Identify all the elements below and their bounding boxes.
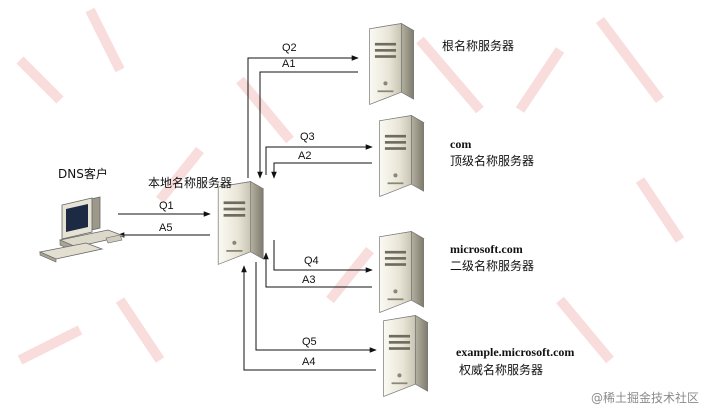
- second-level-server-icon: [379, 231, 425, 313]
- q1-label: Q1: [159, 200, 174, 212]
- tld-server-icon: [379, 115, 425, 197]
- a3-arrow: [263, 252, 372, 288]
- root-server-label: 根名称服务器: [442, 39, 515, 53]
- q3-label: Q3: [300, 131, 315, 143]
- authoritative-server-icon: [383, 315, 429, 397]
- authoritative-server-title: example.microsoft.com: [456, 345, 575, 359]
- watermark-text: @稀土掘金技术社区: [590, 391, 699, 405]
- local-server-icon: [217, 181, 264, 265]
- tld-server-title: com: [450, 137, 472, 151]
- authoritative-server-label: 权威名称服务器: [459, 363, 544, 377]
- a2-arrow: [271, 162, 372, 179]
- q2-arrow: [247, 55, 359, 178]
- a5-label: A5: [159, 222, 173, 234]
- a4-label: A4: [302, 356, 316, 368]
- a2-label: A2: [298, 150, 312, 162]
- second-level-server-title: microsoft.com: [450, 242, 523, 256]
- q3-arrow: [265, 144, 373, 175]
- second-level-server-label: 二级名称服务器: [450, 259, 535, 273]
- client-label: DNS客户: [58, 167, 108, 181]
- q5-arrow: [255, 262, 377, 353]
- computer-icon: [38, 196, 126, 263]
- q5-label: Q5: [302, 336, 317, 348]
- a3-label: A3: [302, 274, 316, 286]
- root-server-icon: [369, 23, 415, 105]
- watermark-pattern: [16, 7, 685, 365]
- q2-label: Q2: [282, 42, 297, 54]
- a1-arrow: [257, 71, 358, 179]
- tld-server-label: 顶级名称服务器: [450, 154, 535, 168]
- a4-arrow: [241, 265, 376, 371]
- a1-label: A1: [282, 58, 296, 70]
- local-server-label: 本地名称服务器: [148, 176, 233, 190]
- q4-label: Q4: [304, 255, 319, 267]
- q4-arrow: [273, 240, 373, 273]
